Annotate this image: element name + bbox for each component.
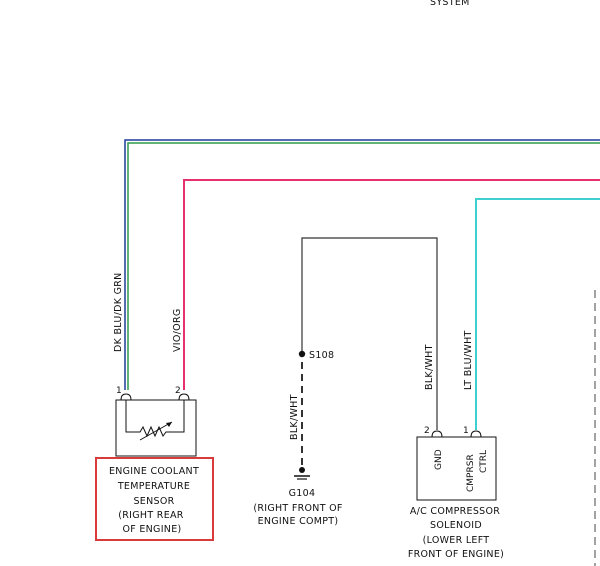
ac-solenoid-line-4: FRONT OF ENGINE) <box>408 549 504 560</box>
ect-connector-left <box>120 393 132 401</box>
system-label: SYSTEM <box>430 0 470 8</box>
ground-dot <box>299 467 305 473</box>
wire-label-vio-org: VIO/ORG <box>172 308 183 352</box>
wire-vio-org <box>183 179 600 390</box>
ect-pin-2: 2 <box>175 386 181 396</box>
ect-sensor-line-2: TEMPERATURE <box>117 481 190 492</box>
ac-pin-1: 1 <box>463 426 469 436</box>
ect-sensor-line-1: ENGINE COOLANT <box>109 466 199 477</box>
ect-sensor-highlight <box>95 457 214 541</box>
ac-solenoid-line-3: (LOWER LEFT <box>423 535 490 546</box>
ac-pin-2: 2 <box>424 426 430 436</box>
ground-location-line-1: (RIGHT FRONT OF <box>253 503 342 514</box>
thermistor-arrow <box>139 421 173 441</box>
ect-sensor-line-3: SENSOR <box>133 496 174 507</box>
ac-connector-right <box>470 430 482 438</box>
wire-lt-blu-wht <box>475 198 600 430</box>
ac-solenoid-box <box>416 436 497 501</box>
ac-pin-label-cmprsr: CMPRSR <box>466 454 476 492</box>
ac-compressor-solenoid: 2 1 GND CMPRSR CTRL <box>416 426 497 501</box>
wire-dk-blu <box>124 139 600 390</box>
ect-pin-1: 1 <box>116 386 122 396</box>
ac-solenoid-line-2: SOLENOID <box>430 520 482 531</box>
wire-blk-wht-loop <box>301 237 438 430</box>
ect-sensor: 1 2 <box>115 386 197 457</box>
splice-label: S108 <box>309 350 334 361</box>
ect-sensor-line-5: OF ENGINE) <box>122 524 181 535</box>
ect-connector-right <box>178 393 190 401</box>
ac-connector-left <box>431 430 443 438</box>
ac-pin-label-gnd: GND <box>434 449 444 470</box>
wire-label-dk-blu-dk-grn: DK BLU/DK GRN <box>113 272 124 352</box>
wire-dk-grn <box>127 142 600 390</box>
wire-label-lt-blu-wht: LT BLU/WHT <box>463 330 474 390</box>
ect-sensor-box <box>115 399 197 457</box>
ac-solenoid-line-1: A/C COMPRESSOR <box>410 506 500 517</box>
ect-sensor-line-4: (RIGHT REAR <box>118 510 184 521</box>
wire-label-blk-wht-ground: BLK/WHT <box>289 394 300 440</box>
thermistor-arrowhead <box>166 422 172 427</box>
wire-label-blk-wht-solenoid: BLK/WHT <box>424 344 435 390</box>
ground-id: G104 <box>289 488 316 499</box>
thermistor-icon <box>125 400 185 438</box>
splice-dot <box>298 350 306 358</box>
ground-location-line-2: ENGINE COMPT) <box>258 516 339 527</box>
ac-pin-label-ctrl: CTRL <box>479 450 489 473</box>
